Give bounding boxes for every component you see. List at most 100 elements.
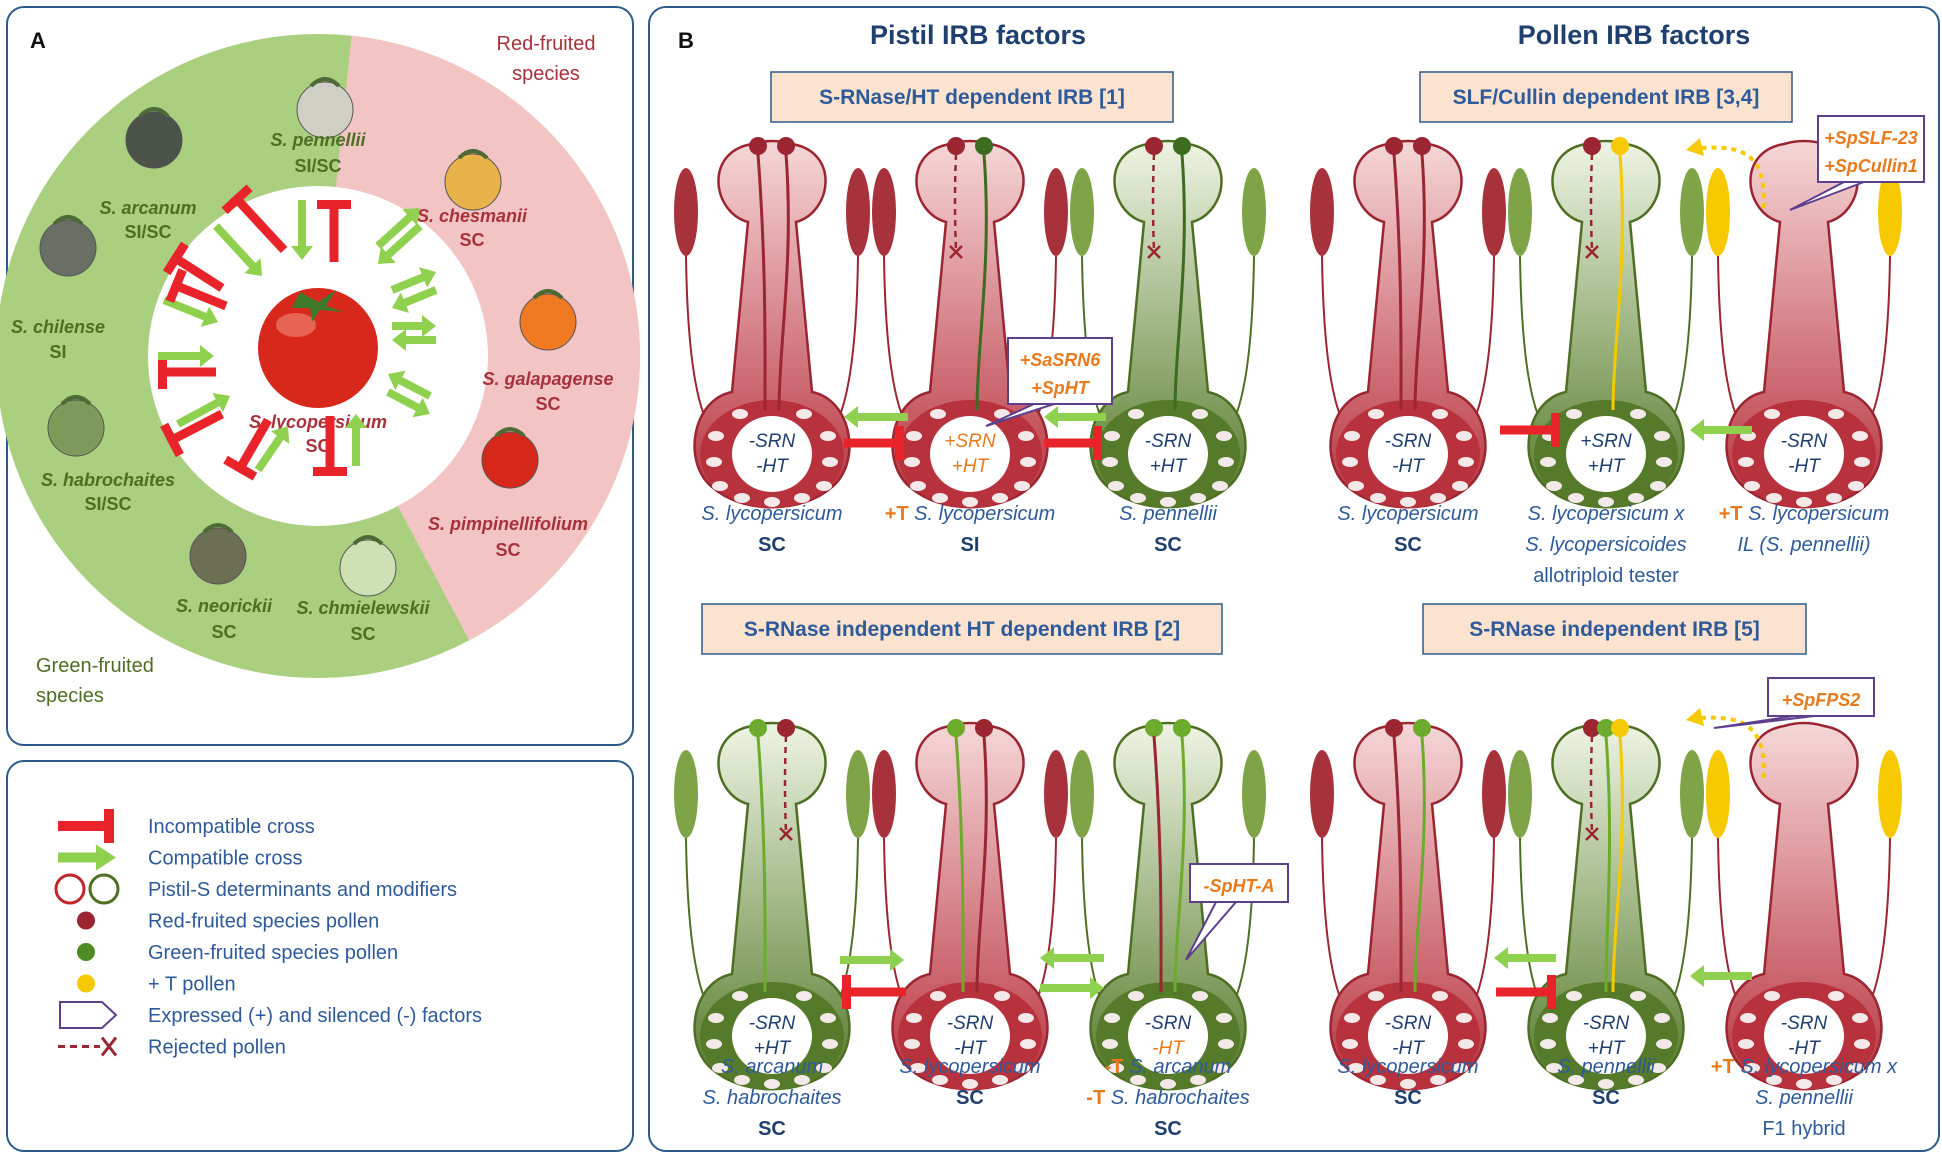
- pollen-tube: [1392, 735, 1403, 993]
- ovule: [1102, 1039, 1118, 1049]
- ovule: [1400, 497, 1416, 507]
- species-fruit-sepal: [202, 523, 234, 534]
- species-fruit-image: [39, 219, 97, 277]
- ovule: [1766, 493, 1782, 503]
- species-fruit-image: [519, 293, 577, 351]
- compatible-arrow: [176, 392, 231, 428]
- species-fruit-sepal: [60, 395, 92, 406]
- anther: [1044, 168, 1068, 256]
- pistil-caption-status: SC: [1154, 534, 1182, 556]
- pollen-tube: [1604, 735, 1612, 993]
- ovule: [1018, 431, 1034, 441]
- pistil-tl1: -SRN-HT: [674, 137, 870, 509]
- species-fruit-image: [481, 431, 539, 489]
- species-fruit-sepal: [352, 535, 384, 546]
- anther: [1070, 750, 1094, 838]
- pistil-br2: -SRN+HT: [1508, 719, 1704, 1091]
- species-status: SI/SC: [84, 494, 131, 514]
- ovary-center: [1128, 998, 1208, 1074]
- compatible-arrow-shape: [345, 414, 367, 466]
- ovule: [1216, 1013, 1232, 1023]
- incompatible-bar: [162, 241, 225, 292]
- ovary-label: -HT: [756, 456, 789, 477]
- pollen-grain: [1173, 719, 1191, 737]
- ovary-label: -HT: [954, 1038, 987, 1059]
- pistil-caption-status: SC: [1394, 1087, 1422, 1109]
- pollen-grain: [947, 719, 965, 737]
- anther: [872, 750, 896, 838]
- ovule: [1104, 1013, 1120, 1023]
- incompatible-bar-head: [221, 184, 253, 215]
- rejected-x: [779, 827, 793, 841]
- caption-prefix: +T: [885, 503, 914, 525]
- compatible-arrow: [375, 208, 420, 249]
- ovule: [904, 457, 920, 467]
- legend-label: Expressed (+) and silenced (-) factors: [148, 1005, 482, 1027]
- species-status: SI: [49, 342, 66, 362]
- pollen-tube: [1173, 735, 1186, 993]
- ovary-center: [1764, 416, 1844, 492]
- ovule: [1654, 1013, 1670, 1023]
- ovary-label: -SRN: [1145, 1013, 1192, 1034]
- ovary-label: -HT: [1392, 1038, 1425, 1059]
- caption-prefix: -T: [1086, 1087, 1110, 1109]
- compatible-arrow-shape: [386, 388, 431, 418]
- ovule: [816, 1063, 832, 1073]
- tomato-stem: [292, 290, 344, 322]
- incompatible-bar-head: [1547, 975, 1556, 1009]
- callout-br: [1767, 677, 1875, 717]
- pollen-tube: [1611, 153, 1624, 411]
- ovule: [906, 431, 922, 441]
- incompatible-bar-head: [223, 455, 258, 481]
- anther: [846, 750, 870, 838]
- incompatible-bar-shaft: [1500, 425, 1560, 435]
- compatible-arrow: [1690, 419, 1752, 441]
- t-pollen-transfer-arrow: [1699, 715, 1767, 779]
- incompatible-bar: [1500, 413, 1560, 447]
- compatible-arrow: [391, 286, 438, 313]
- incompatible-bar-shaft: [842, 987, 906, 997]
- callout-tl-text: +SpHT: [1031, 378, 1091, 398]
- incompatible-bar: [842, 975, 906, 1009]
- pollen-tube: [756, 153, 767, 411]
- species-fruit-sepal: [457, 149, 489, 160]
- legend-label: Red-fruited species pollen: [148, 911, 379, 933]
- rejected-x: [1147, 245, 1161, 259]
- species-name: S. arcanum: [99, 198, 196, 218]
- anther: [1482, 750, 1506, 838]
- pistil-caption-status: SC: [758, 1118, 786, 1140]
- ovule: [1628, 493, 1644, 503]
- pistil-caption-status: SC: [1394, 534, 1422, 556]
- ovule: [1738, 457, 1754, 467]
- ovule: [1108, 481, 1124, 491]
- ovule: [1568, 1075, 1584, 1085]
- ovule: [796, 991, 812, 1001]
- incompatible-bar: [221, 184, 288, 254]
- anther: [674, 750, 698, 838]
- ovule: [1854, 457, 1870, 467]
- ovule: [794, 1075, 810, 1085]
- pollen-tube: [756, 735, 767, 993]
- pollen-title: Pollen IRB factors: [1518, 20, 1751, 50]
- compatible-arrow-shape: [390, 267, 437, 294]
- ovule: [706, 1039, 722, 1049]
- compatible-arrow: [345, 414, 367, 466]
- legend-label: + T pollen: [148, 974, 236, 996]
- compatible-arrow-shape: [391, 286, 438, 313]
- green-pistil-circle-icon: [88, 873, 120, 905]
- incompatible-bar: [223, 417, 272, 481]
- ovule: [1848, 481, 1864, 491]
- ovary-label: +HT: [1588, 1038, 1626, 1059]
- title-box-br-text: S-RNase independent IRB [5]: [1469, 618, 1760, 641]
- ovule: [1018, 1013, 1034, 1023]
- pistil-tr1: -SRN-HT: [1310, 137, 1506, 509]
- ovary-center: [1764, 998, 1844, 1074]
- pollen-tube: [975, 735, 988, 993]
- ovule: [1452, 1063, 1468, 1073]
- compatible-arrow-shape: [291, 200, 313, 260]
- green-pollen-icon: [77, 943, 95, 961]
- ovule: [1212, 481, 1228, 491]
- ovule: [1130, 493, 1146, 503]
- legend-label: Incompatible cross: [148, 816, 315, 838]
- ovary-center: [1368, 998, 1448, 1074]
